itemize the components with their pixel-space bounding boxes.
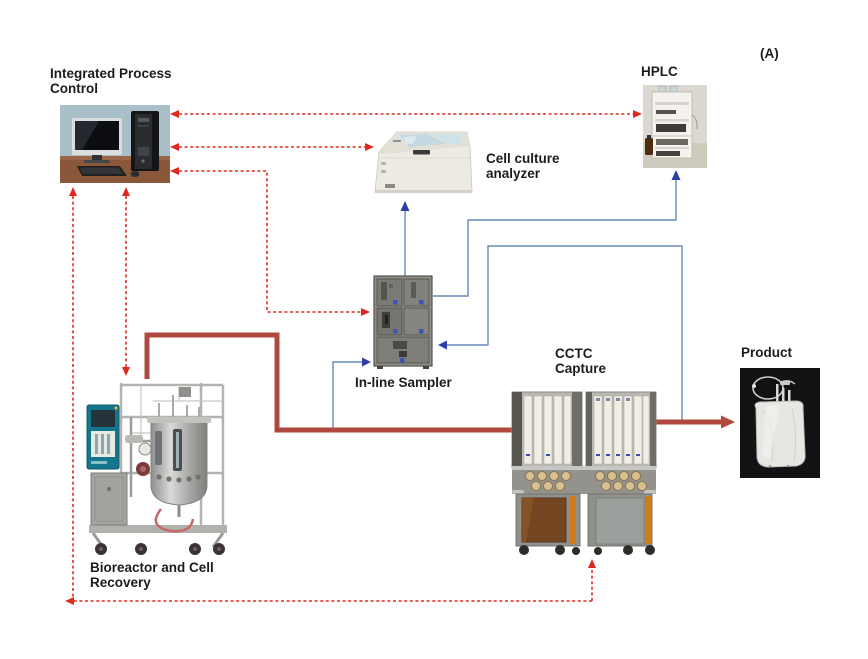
product-bag-icon bbox=[740, 368, 820, 478]
label-product: Product bbox=[741, 345, 793, 360]
control-link-hplc bbox=[170, 110, 642, 118]
label-sampler: In-line Sampler bbox=[355, 375, 452, 390]
label-process-control: Integrated Process Control bbox=[50, 66, 172, 96]
arrow-left-icon bbox=[170, 110, 179, 118]
bioreactor-icon bbox=[86, 383, 227, 555]
label-bioreactor-line1: Bioreactor and Cell bbox=[90, 560, 214, 575]
label-cctc-line1: CCTC bbox=[555, 346, 593, 361]
product-bag-photo bbox=[740, 368, 820, 478]
cell-culture-analyzer-photo bbox=[373, 128, 473, 200]
arrow-right-icon bbox=[362, 357, 371, 367]
sample-line-sampler-to-analyzer bbox=[400, 201, 410, 277]
hplc-photo bbox=[643, 85, 707, 168]
sample-line-cctc-to-sampler bbox=[438, 245, 683, 420]
arrow-up-icon bbox=[588, 559, 596, 568]
arrow-left-icon bbox=[170, 167, 179, 175]
inline-sampler-photo bbox=[373, 275, 433, 370]
hplc-tower-icon bbox=[643, 85, 707, 168]
label-bioreactor: Bioreactor and Cell Recovery bbox=[90, 560, 214, 590]
process-control-computer-photo bbox=[60, 105, 170, 183]
arrow-right-icon bbox=[721, 415, 735, 429]
bioreactor-photo bbox=[83, 377, 233, 557]
figure-label: (A) bbox=[760, 46, 779, 61]
control-link-cctc-feedback bbox=[65, 187, 596, 605]
analyzer-icon bbox=[374, 131, 473, 193]
label-analyzer-line1: Cell culture bbox=[486, 151, 560, 166]
arrow-right-icon bbox=[361, 308, 370, 316]
label-cctc: CCTC Capture bbox=[555, 346, 606, 376]
arrow-up-icon bbox=[671, 170, 681, 180]
control-link-sampler bbox=[170, 167, 370, 316]
arrow-left-icon bbox=[65, 597, 74, 605]
label-hplc: HPLC bbox=[641, 64, 678, 79]
label-cctc-line2: Capture bbox=[555, 361, 607, 376]
arrow-up-icon bbox=[69, 187, 77, 196]
arrow-down-icon bbox=[122, 367, 130, 376]
process-line-cctc-to-product bbox=[656, 415, 735, 429]
cctc-capture-photo bbox=[510, 388, 658, 556]
arrow-up-icon bbox=[122, 187, 130, 196]
cctc-skid-icon bbox=[511, 391, 657, 555]
label-analyzer: Cell culture analyzer bbox=[486, 151, 560, 181]
sample-line-sampler-to-hplc bbox=[433, 170, 681, 297]
arrow-right-icon bbox=[633, 110, 642, 118]
arrow-up-icon bbox=[400, 201, 410, 211]
label-bioreactor-line2: Recovery bbox=[90, 575, 151, 590]
label-process-control-line1: Integrated Process bbox=[50, 66, 172, 81]
computer-icon bbox=[60, 105, 170, 183]
arrow-left-icon bbox=[438, 340, 447, 350]
label-analyzer-line2: analyzer bbox=[486, 166, 541, 181]
sample-line-process-to-sampler bbox=[332, 357, 371, 429]
control-link-bioreactor bbox=[122, 187, 130, 376]
arrow-right-icon bbox=[365, 143, 374, 151]
sampler-cabinet-icon bbox=[373, 275, 433, 369]
label-process-control-line2: Control bbox=[50, 81, 98, 96]
arrow-left-icon bbox=[170, 143, 179, 151]
control-link-analyzer bbox=[170, 143, 374, 151]
